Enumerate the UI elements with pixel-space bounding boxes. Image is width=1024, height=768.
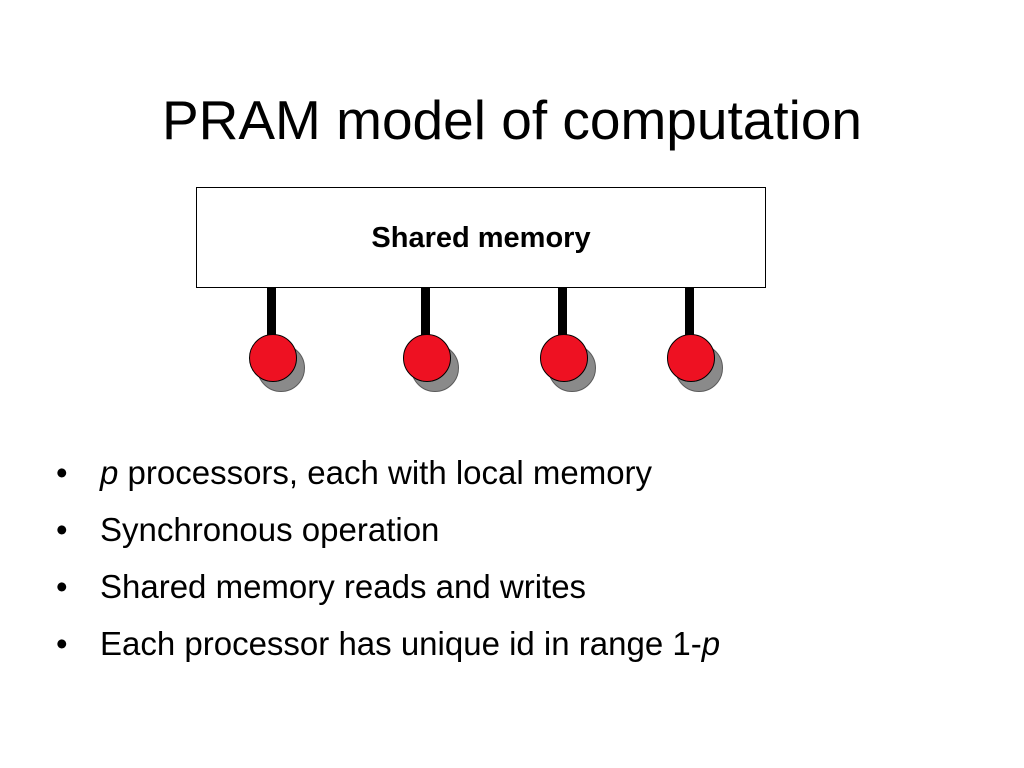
processor-node [540, 334, 588, 382]
bullet-item: • p processors, each with local memory [56, 444, 720, 501]
bullet-dot: • [56, 568, 68, 605]
processor-node [403, 334, 451, 382]
shared-memory-label: Shared memory [371, 222, 591, 254]
slide-title: PRAM model of computation [161, 89, 863, 151]
bullet-dot: • [56, 511, 68, 548]
processor-3 [540, 288, 604, 398]
bullet-item: • Each processor has unique id in range 1… [56, 615, 720, 672]
processor-connector [685, 288, 694, 336]
bullet-text: Each processor has unique id in range 1- [100, 625, 702, 662]
shared-memory-box: Shared memory [196, 187, 766, 288]
processor-connector [267, 288, 276, 336]
bullet-text: processors, each with local memory [118, 454, 653, 491]
processor-node [249, 334, 297, 382]
bullet-italic-p: p [100, 454, 119, 491]
bullet-italic-p: p [701, 625, 721, 662]
processor-2 [403, 288, 467, 398]
bullet-item: • Shared memory reads and writes [56, 558, 720, 615]
processor-1 [249, 288, 313, 398]
bullet-text: Shared memory reads and writes [100, 568, 587, 605]
bullet-dot: • [56, 625, 68, 662]
processor-node [667, 334, 715, 382]
bullet-dot: • [56, 454, 68, 491]
bullet-item: • Synchronous operation [56, 501, 720, 558]
bullet-list: • p processors, each with local memory • S… [56, 444, 720, 672]
processor-4 [667, 288, 731, 398]
pram-diagram: Shared memory [196, 187, 766, 398]
processor-connector [421, 288, 430, 336]
bullet-text: Synchronous operation [100, 511, 440, 548]
processor-connector [558, 288, 567, 336]
